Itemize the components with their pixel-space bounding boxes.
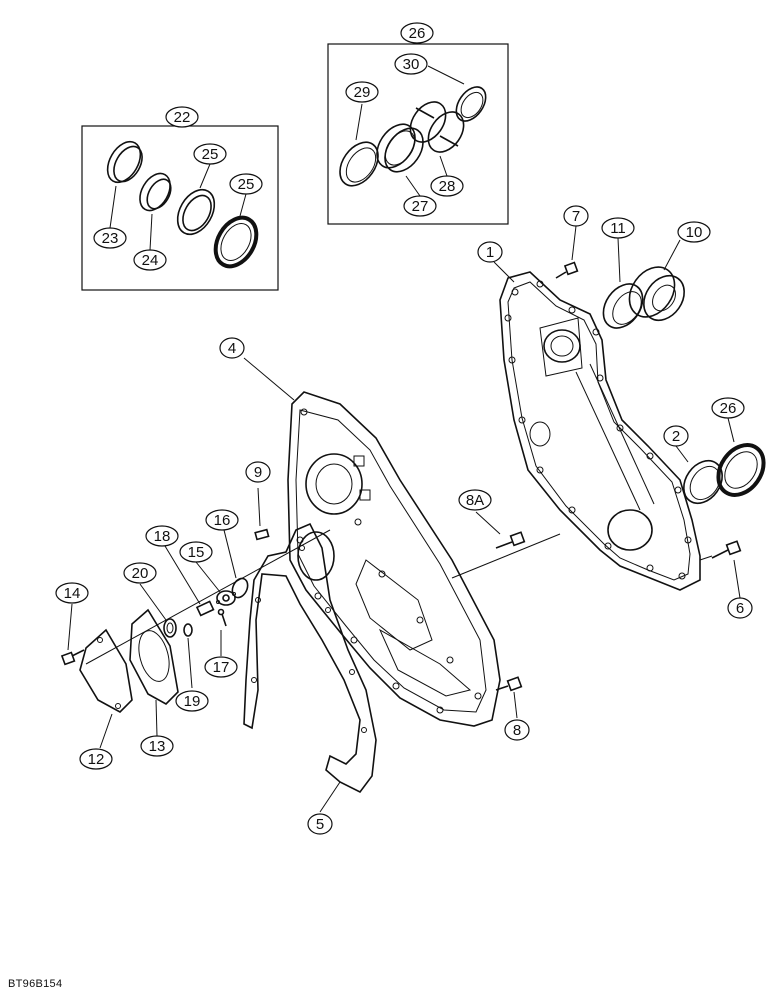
seal-23 (139, 172, 172, 212)
callout-label: 28 (439, 178, 456, 195)
callout-13: 13 (140, 735, 174, 757)
cover-plate-12 (79, 628, 133, 713)
callout-15: 15 (179, 541, 213, 563)
callout-label: 5 (316, 816, 324, 833)
callout-24: 25 (193, 143, 227, 165)
callout-label: 27 (412, 198, 429, 215)
callout-10: 10 (677, 221, 711, 243)
callout-26: 26 (400, 22, 434, 44)
callout-12: 12 (79, 748, 113, 770)
sleeve-28 (409, 101, 465, 153)
callout-label: 16 (214, 512, 231, 529)
callout-19: 19 (175, 690, 209, 712)
callout-label: 23 (102, 230, 119, 247)
callout-20: 20 (123, 562, 157, 584)
callout-label: 4 (228, 340, 236, 357)
callout-label: 18 (154, 528, 171, 545)
seal-25-right (716, 443, 766, 497)
callout-1: 1 (477, 241, 503, 263)
callout-label: 19 (184, 693, 201, 710)
callout-14: 14 (55, 582, 89, 604)
callout-23: 24 (133, 249, 167, 271)
callout-label: 22 (174, 109, 191, 126)
callout-label: 20 (132, 565, 149, 582)
ring-27 (376, 123, 424, 173)
callout-22: 23 (93, 227, 127, 249)
callout-label: 25 (238, 176, 255, 193)
seal-29 (339, 141, 379, 187)
figure-reference-code: BT96B154 (8, 978, 63, 990)
bolt-14 (60, 649, 85, 666)
callout-label: 25 (202, 146, 219, 163)
callout-label: 8 (513, 722, 521, 739)
callout-27: 27 (403, 195, 437, 217)
fitting-15 (216, 590, 236, 606)
seal-24 (176, 188, 216, 236)
star-washer-20 (163, 618, 177, 638)
callout-label: 30 (403, 56, 420, 73)
seal-2 (683, 459, 723, 505)
kit-box-26 (327, 43, 509, 225)
callout-11: 11 (601, 217, 635, 239)
seal-30 (455, 86, 487, 122)
plug-18 (195, 600, 215, 617)
callout-5: 5 (307, 813, 333, 835)
gear-housing-4 (287, 391, 501, 727)
callout-label: 9 (254, 464, 262, 481)
callout-30: 30 (394, 53, 428, 75)
callout-21: 22 (165, 106, 199, 128)
callout-6: 6 (727, 597, 753, 619)
callout-29: 29 (345, 81, 379, 103)
callout-25-kit: 25 (229, 173, 263, 195)
callout-label: 8A (466, 492, 484, 509)
callout-16: 16 (205, 509, 239, 531)
seal-25-kit (213, 215, 259, 269)
callout-label: 11 (610, 220, 626, 237)
o-ring-16 (231, 577, 249, 599)
alignment-lines (85, 529, 713, 665)
bolt-8 (495, 676, 523, 692)
callout-label: 1 (486, 244, 494, 261)
seal-11 (602, 283, 644, 329)
callout-label: 29 (354, 84, 371, 101)
callout-8a: 8A (458, 489, 492, 511)
callout-label: 24 (142, 252, 159, 269)
callout-25-right: 26 (711, 397, 745, 419)
callout-2: 2 (663, 425, 689, 447)
callout-label: 17 (213, 659, 230, 676)
callout-label: 2 (672, 428, 680, 445)
gasket-5 (243, 522, 377, 794)
cover-gasket-13 (129, 608, 179, 705)
bolt-6 (711, 540, 742, 559)
leader-lines (67, 38, 741, 813)
bolt-8a (495, 531, 526, 549)
callout-label: 12 (88, 751, 105, 768)
callout-label: 14 (64, 585, 81, 602)
callout-label: 15 (188, 544, 205, 561)
callout-label: 26 (409, 25, 426, 42)
seal-22 (106, 140, 143, 184)
callout-label: 7 (572, 208, 580, 225)
bolt-7 (555, 261, 579, 279)
callout-label: 13 (149, 738, 166, 755)
callout-9: 9 (245, 461, 271, 483)
callout-4: 4 (219, 337, 245, 359)
callout-17: 17 (204, 656, 238, 678)
washer-19 (183, 623, 193, 637)
callout-18: 18 (145, 525, 179, 547)
callout-7: 7 (563, 205, 589, 227)
callout-28: 28 (430, 175, 464, 197)
front-cover-1 (499, 271, 701, 591)
screw-17 (217, 608, 227, 627)
callout-label: 10 (686, 224, 703, 241)
callout-8: 8 (504, 719, 530, 741)
callout-label: 26 (720, 400, 737, 417)
callout-label: 6 (736, 600, 744, 617)
dowel-pin-9 (254, 528, 270, 541)
seal-10 (628, 266, 685, 322)
